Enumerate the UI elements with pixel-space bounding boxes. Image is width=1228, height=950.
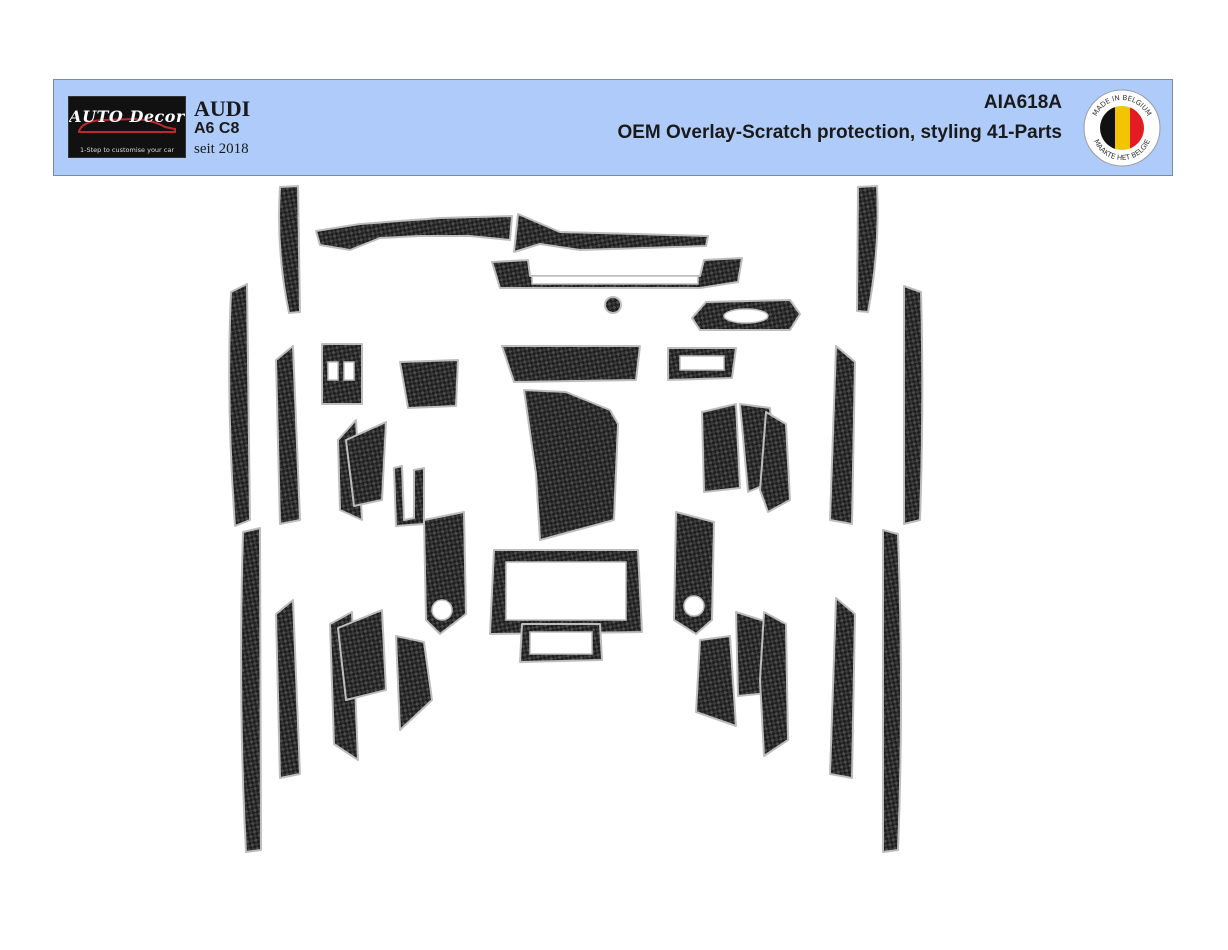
part-window-switch-hole-right	[683, 595, 705, 617]
header-banner: AUTO Decor 1-Step to customise your car …	[53, 79, 1173, 176]
part-left-door-strip-a	[275, 345, 301, 525]
part-right-door-strip-a	[829, 345, 856, 525]
logo-tagline: 1-Step to customise your car	[79, 146, 175, 154]
part-left-door-panel-b	[337, 609, 387, 701]
part-switch-panel-left	[321, 343, 363, 405]
part-right-door-handle-a	[701, 403, 741, 493]
part-window-switch-hole-left	[431, 599, 453, 621]
vehicle-year: seit 2018	[194, 141, 249, 157]
part-vent-cutout	[723, 308, 769, 324]
car-silhouette-icon	[78, 117, 176, 133]
part-left-door-panel-a	[345, 421, 387, 507]
product-code: AIA618A	[983, 92, 1062, 113]
part-dash-strip-left	[315, 215, 513, 251]
part-left-vent-frame	[278, 185, 301, 314]
part-left-pillar-b	[240, 527, 262, 853]
part-console-main	[523, 389, 619, 541]
part-light-switch	[399, 359, 459, 409]
part-climate-bar	[501, 345, 641, 383]
part-right-door-strip-b	[829, 597, 856, 779]
part-right-pull-b	[695, 635, 737, 727]
belgium-flag-icon	[1100, 106, 1144, 150]
part-left-pillar-a	[228, 283, 251, 527]
product-description: OEM Overlay-Scratch protection, styling …	[617, 122, 1062, 143]
part-right-door-handle-b	[759, 611, 789, 757]
made-in-belgium-badge: MADE IN BELGIUM MAAKTE HET BELGIE	[1083, 89, 1161, 167]
part-console-frame-cutout	[505, 561, 627, 621]
part-climate-cutout	[531, 275, 699, 285]
part-right-vent-frame	[856, 185, 879, 313]
part-left-pull-a	[393, 465, 425, 527]
part-right-pillar-a	[903, 285, 924, 525]
part-dash-strip-center	[513, 213, 709, 253]
part-switch-slot-1	[327, 361, 339, 381]
vehicle-model: A6 C8	[194, 120, 240, 137]
part-right-pillar-b	[882, 529, 902, 853]
part-right-switch-cutout	[679, 355, 725, 371]
brand-logo: AUTO Decor 1-Step to customise your car	[68, 96, 186, 158]
part-knob-ring	[604, 296, 622, 314]
part-left-door-strip-b	[275, 599, 301, 779]
part-left-pull-b	[395, 635, 433, 731]
part-cup-holder-cutout	[529, 631, 593, 655]
logo-wordmark: AUTO Decor	[69, 107, 185, 126]
part-switch-slot-2	[343, 361, 355, 381]
vehicle-brand: AUDI	[194, 96, 251, 121]
part-right-pull-a	[759, 411, 791, 513]
